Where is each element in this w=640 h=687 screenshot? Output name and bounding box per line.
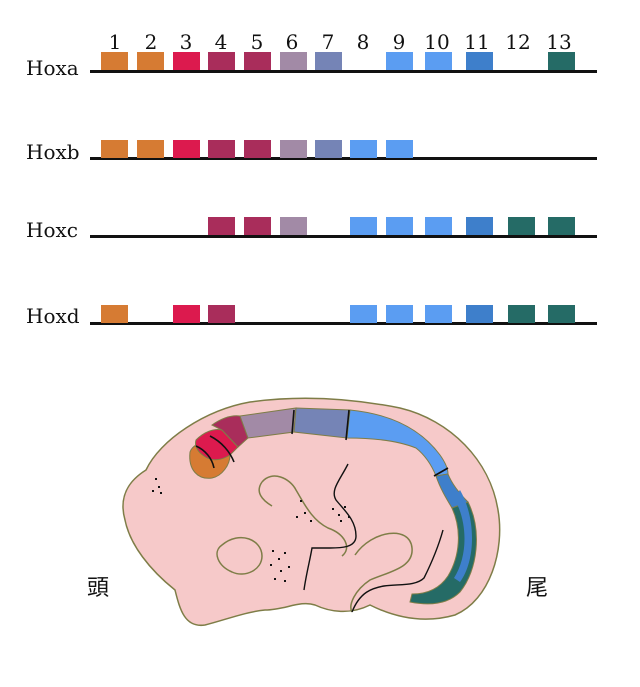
dot bbox=[288, 566, 290, 568]
dot bbox=[274, 578, 276, 580]
paralog-number: 2 bbox=[144, 30, 158, 54]
hoxb-8-gene-box bbox=[350, 140, 377, 158]
hoxa-3-gene-box bbox=[173, 52, 200, 70]
hoxc-11-gene-box bbox=[466, 217, 493, 235]
hoxa-6-gene-box bbox=[280, 52, 307, 70]
segment-boundary bbox=[433, 467, 449, 477]
dot bbox=[158, 486, 160, 488]
dot bbox=[304, 512, 306, 514]
hoxc-4-gene-box bbox=[208, 217, 235, 235]
hoxd-3-gene-box bbox=[173, 305, 200, 323]
hoxc-5-gene-box bbox=[244, 217, 271, 235]
hoxb-2-gene-box bbox=[137, 140, 164, 158]
tissue-boundary bbox=[303, 463, 357, 591]
paralog-number: 11 bbox=[464, 30, 490, 54]
segment-boundary bbox=[195, 445, 215, 469]
paralog-number: 6 bbox=[285, 30, 299, 54]
scattered-dots bbox=[152, 478, 350, 582]
hoxa-7-gene-box bbox=[315, 52, 342, 70]
hoxc-9-gene-box bbox=[386, 217, 413, 235]
paralog-number: 1 bbox=[108, 30, 122, 54]
dot bbox=[300, 500, 302, 502]
cluster-label: Hoxa bbox=[26, 56, 79, 80]
neural-tube-lumen bbox=[454, 490, 472, 582]
paralog-number: 9 bbox=[392, 30, 406, 54]
dot bbox=[296, 516, 298, 518]
hoxb-7-gene-box bbox=[315, 140, 342, 158]
hoxd-10-gene-box bbox=[425, 305, 452, 323]
hoxd-13-gene-box bbox=[548, 305, 575, 323]
segment-boundary bbox=[291, 409, 295, 435]
cluster-label: Hoxc bbox=[26, 218, 78, 242]
hoxc-8-gene-box bbox=[350, 217, 377, 235]
paralog-number: 4 bbox=[214, 30, 228, 54]
hoxa-1-gene-box bbox=[101, 52, 128, 70]
paralog-number: 5 bbox=[250, 30, 264, 54]
dot bbox=[340, 520, 342, 522]
hoxd-12-gene-box bbox=[508, 305, 535, 323]
dot bbox=[344, 506, 346, 508]
hoxb-1-gene-box bbox=[101, 140, 128, 158]
paralog-number: 3 bbox=[179, 30, 193, 54]
hoxd-8-gene-box bbox=[350, 305, 377, 323]
hoxa-2-gene-box bbox=[137, 52, 164, 70]
cluster-label: Hoxb bbox=[26, 140, 80, 164]
hoxc-12-gene-box bbox=[508, 217, 535, 235]
dot bbox=[272, 550, 274, 552]
hoxc-6-gene-box bbox=[280, 217, 307, 235]
paralog-number: 10 bbox=[424, 30, 450, 54]
dot bbox=[310, 520, 312, 522]
eye-outline bbox=[216, 536, 263, 575]
dot bbox=[284, 552, 286, 554]
segment-boundary bbox=[345, 409, 350, 441]
hoxa-4-gene-box bbox=[208, 52, 235, 70]
dot bbox=[160, 492, 162, 494]
head-label: 頭 bbox=[87, 576, 110, 601]
paralog-number: 13 bbox=[546, 30, 572, 54]
hoxd-4-gene-box bbox=[208, 305, 235, 323]
tail-label: 尾 bbox=[526, 576, 549, 601]
dot bbox=[280, 570, 282, 572]
hoxa-11-gene-box bbox=[466, 52, 493, 70]
hoxc-10-gene-box bbox=[425, 217, 452, 235]
dot bbox=[284, 580, 286, 582]
hoxb-4-gene-box bbox=[208, 140, 235, 158]
hoxb-9-gene-box bbox=[386, 140, 413, 158]
segment-boundary bbox=[209, 435, 235, 463]
cluster-axis bbox=[90, 235, 597, 238]
arch-outline bbox=[258, 481, 273, 507]
cluster-axis bbox=[90, 70, 597, 73]
arch-outline bbox=[261, 475, 348, 557]
hoxb-3-gene-box bbox=[173, 140, 200, 158]
neural-tube-segment-4-5 bbox=[211, 415, 249, 448]
paralog-number: 7 bbox=[321, 30, 335, 54]
paralog-number: 8 bbox=[356, 30, 370, 54]
dot bbox=[332, 508, 334, 510]
limb-bud-outline bbox=[350, 532, 413, 613]
hoxa-10-gene-box bbox=[425, 52, 452, 70]
dot bbox=[270, 564, 272, 566]
cluster-axis bbox=[90, 157, 597, 160]
paralog-number: 12 bbox=[505, 30, 531, 54]
hoxd-11-gene-box bbox=[466, 305, 493, 323]
dot bbox=[152, 490, 154, 492]
hoxa-13-gene-box bbox=[548, 52, 575, 70]
hoxa-9-gene-box bbox=[386, 52, 413, 70]
tissue-boundary bbox=[351, 529, 444, 613]
hoxa-5-gene-box bbox=[244, 52, 271, 70]
dot bbox=[278, 558, 280, 560]
dot bbox=[155, 478, 157, 480]
hoxb-6-gene-box bbox=[280, 140, 307, 158]
cluster-label: Hoxd bbox=[26, 304, 80, 328]
hoxd-9-gene-box bbox=[386, 305, 413, 323]
hoxd-1-gene-box bbox=[101, 305, 128, 323]
cluster-axis bbox=[90, 322, 597, 325]
dot bbox=[338, 514, 340, 516]
hoxb-5-gene-box bbox=[244, 140, 271, 158]
hoxc-13-gene-box bbox=[548, 217, 575, 235]
dot bbox=[348, 516, 350, 518]
